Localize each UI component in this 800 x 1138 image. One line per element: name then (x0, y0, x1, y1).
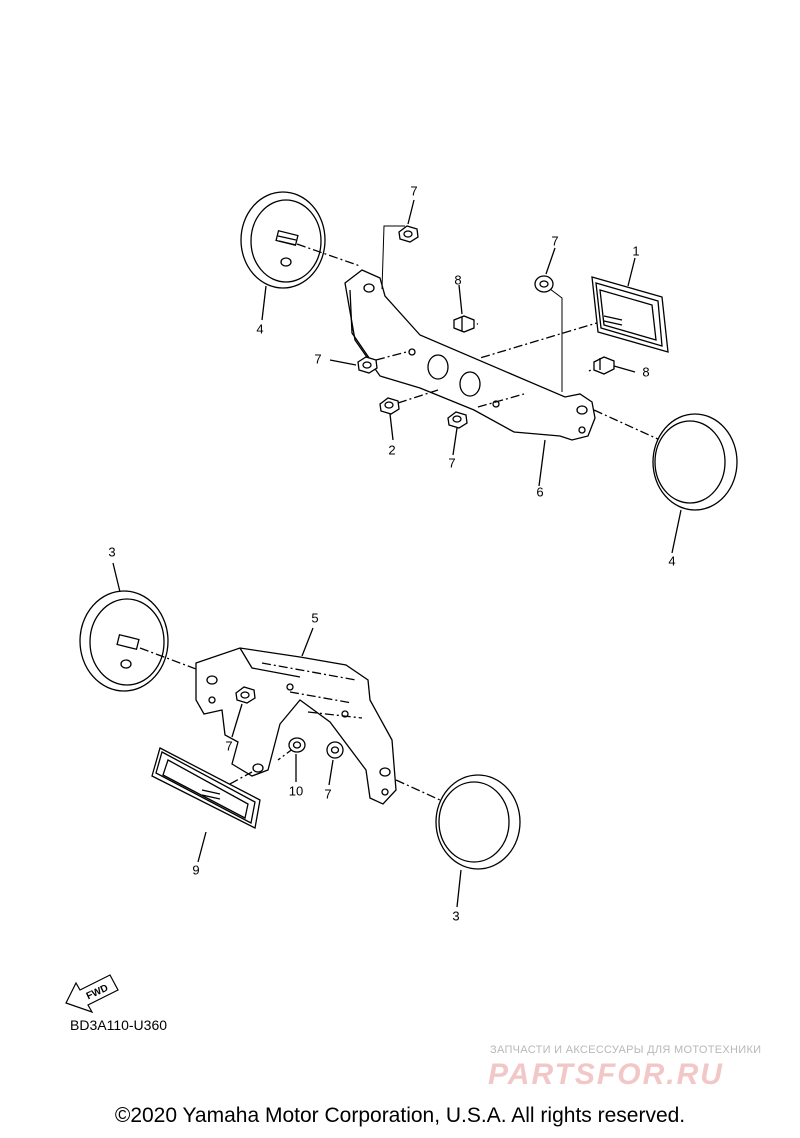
watermark-logo: PARTSFOR.RU (488, 1058, 724, 1091)
callout-1: 1 (632, 243, 640, 259)
watermark-tagline: ЗАПЧАСТИ И АКСЕССУАРЫ ДЛЯ МОТОТЕХНИКИ (490, 1044, 762, 1056)
callout-4: 4 (668, 553, 676, 569)
callout-7: 7 (324, 786, 332, 802)
callout-3: 3 (452, 908, 460, 924)
callout-4: 4 (256, 321, 264, 337)
nut-7-top (398, 225, 419, 243)
round-reflector-upper-left (240, 191, 326, 289)
rect-reflector-lower-left (151, 747, 261, 829)
upper-bracket (344, 269, 596, 441)
callout-10: 10 (288, 783, 304, 799)
callout-7: 7 (410, 183, 418, 199)
nut-7-left (357, 356, 378, 374)
fwd-arrow-icon (65, 974, 119, 1014)
round-reflector-lower-right (652, 413, 738, 511)
nut-7-lower-left (235, 686, 256, 704)
round-reflector-lower-right (435, 774, 521, 870)
copyright-notice: ©2020 Yamaha Motor Corporation, U.S.A. A… (114, 1104, 686, 1127)
callout-2: 2 (388, 442, 396, 458)
callout-7: 7 (225, 738, 233, 754)
callout-7: 7 (551, 233, 559, 249)
washer-7-right (534, 275, 554, 293)
nut-2 (379, 397, 400, 415)
callout-7: 7 (314, 351, 322, 367)
washer-10 (288, 737, 306, 753)
bolt-8-right (593, 356, 615, 375)
callout-8: 8 (454, 272, 462, 288)
bolt-8-upper (453, 315, 475, 333)
callout-9: 9 (192, 862, 200, 878)
nut-7-lower-mid (326, 741, 344, 759)
nut-7-mid (447, 411, 468, 429)
rect-reflector-upper-right (591, 276, 669, 353)
diagram-code: BD3A110-U360 (70, 1017, 168, 1033)
callout-3: 3 (108, 544, 116, 560)
callout-5: 5 (311, 610, 319, 626)
callout-6: 6 (536, 484, 544, 500)
callout-7: 7 (448, 455, 456, 471)
callout-8: 8 (642, 364, 650, 380)
round-reflector-lower-left (79, 590, 169, 692)
